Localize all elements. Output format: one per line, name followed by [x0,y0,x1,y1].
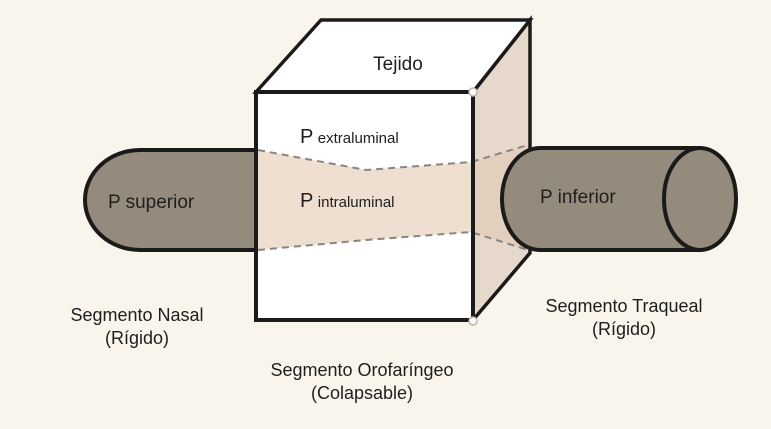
corner-marker-bottom [468,316,478,326]
lumen-lower-dashed-line [257,230,529,251]
p-extraluminal-letter: P [300,126,314,148]
nasal-segment-title: Segmento Nasal [70,305,204,325]
nasal-segment-type: (Rígido) [104,328,170,349]
tissue-label: Tejido [373,54,423,75]
p-extraluminal-label: P extraluminal [300,126,399,148]
lumen-upper-dashed-line [257,144,529,172]
tracheal-segment-caption: Segmento Traqueal (Rígido) [545,295,702,342]
nasal-segment-caption: Segmento Nasal (Rígido) [70,304,203,351]
collapsible-lumen-front [258,150,471,250]
p-inferior-label: P inferior [540,187,616,208]
tracheal-segment-type: (Rígido) [591,319,657,340]
p-superior-label: P superior [108,192,195,213]
oropharyngeal-segment-caption: Segmento Orofaríngeo (Colapsable) [270,359,453,406]
tracheal-segment-title: Segmento Traqueal [545,296,703,316]
p-intraluminal-letter: P [300,190,314,212]
tracheal-tube-end [662,146,738,252]
oropharyngeal-segment-type: (Colapsable) [310,383,414,404]
p-intraluminal-subscript: intraluminal [317,194,395,211]
tissue-box-outline [254,90,475,322]
tracheal-tube [500,146,702,252]
nasal-tube [83,148,255,252]
p-intraluminal-label: P intraluminal [300,190,395,212]
corner-marker-top [468,87,478,97]
oropharyngeal-segment-title: Segmento Orofaríngeo [270,360,454,380]
p-extraluminal-subscript: extraluminal [317,130,399,147]
